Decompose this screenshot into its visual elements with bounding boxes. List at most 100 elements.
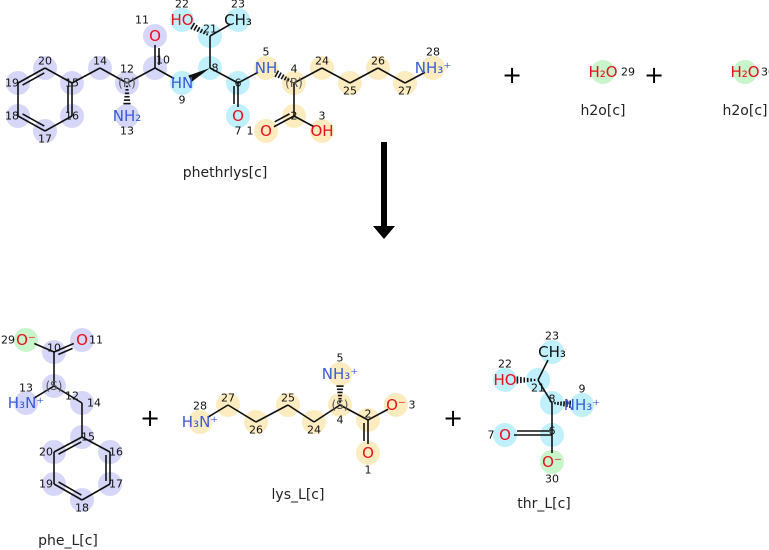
atom-number: 11	[89, 334, 103, 347]
bond	[209, 67, 239, 84]
hash-bond	[123, 85, 131, 105]
atom-number: 25	[281, 392, 295, 405]
atom-label: NH₃⁺	[415, 59, 451, 77]
atom-number: 30	[545, 473, 559, 486]
bond	[207, 404, 229, 419]
atom-number: 13	[120, 125, 134, 138]
atom-number: 19	[5, 77, 19, 90]
atom-highlight	[226, 8, 250, 32]
bond	[209, 23, 231, 37]
atom-number: 25	[343, 85, 357, 98]
atom-highlight	[14, 391, 38, 415]
atom-label: CH₃	[538, 343, 566, 361]
atom-label: H₂O	[588, 63, 617, 81]
molecule-name-h2o: h2o[c]	[723, 103, 768, 119]
atom-highlight	[570, 393, 594, 417]
atom-number: 4	[337, 414, 344, 427]
atom-number: 30	[761, 66, 769, 79]
atom-label: H₂O	[730, 63, 759, 81]
atom-highlight	[421, 56, 445, 80]
bond	[99, 67, 128, 84]
atom-number: 22	[498, 358, 512, 371]
molecule-name-phe-l: phe_L[c]	[38, 533, 98, 549]
atom-label: NH	[255, 59, 278, 77]
atom-highlight	[170, 8, 194, 32]
atom-number: 28	[426, 46, 440, 59]
atom-number: 5	[337, 352, 344, 365]
atom-number: 10	[156, 54, 170, 67]
bond	[33, 342, 55, 353]
atom-highlight	[226, 104, 250, 128]
atom-highlight	[493, 423, 517, 447]
bond	[22, 72, 45, 86]
atom-number: 28	[193, 400, 207, 413]
atom-number: 24	[307, 424, 321, 437]
bond	[537, 379, 553, 404]
bond	[58, 441, 82, 455]
atom-label: O	[76, 331, 88, 349]
atom-highlight	[115, 104, 139, 128]
bond	[274, 113, 290, 123]
bond	[126, 67, 156, 84]
bond	[367, 408, 389, 421]
atom-highlight	[591, 60, 615, 84]
atom-number: 29	[621, 66, 635, 79]
stereo-label: (S)	[332, 398, 349, 412]
atom-highlight	[70, 328, 94, 352]
atom-number: 8	[549, 393, 556, 406]
atom-number: 20	[39, 446, 53, 459]
hash-bond	[274, 70, 293, 83]
bond	[53, 385, 83, 404]
bond	[287, 404, 315, 423]
atom-highlight	[493, 368, 517, 392]
atom-highlight	[733, 60, 757, 84]
hash-bond	[554, 400, 572, 408]
atom-number: 3	[409, 399, 416, 412]
bond	[154, 67, 175, 80]
hash-bond	[336, 385, 344, 403]
molecule-name-h2o: h2o[c]	[581, 103, 626, 119]
atom-number: 16	[65, 110, 79, 123]
atom-number: 17	[109, 478, 123, 491]
atom-label: O	[232, 107, 244, 125]
atom-number: 12	[65, 390, 79, 403]
atom-number: 12	[120, 63, 134, 76]
bond	[227, 404, 257, 423]
bond	[81, 436, 111, 453]
atom-highlight	[14, 328, 38, 352]
atom-label: OH	[310, 122, 333, 140]
atom-number: 13	[19, 382, 33, 395]
bond	[17, 115, 46, 132]
bond	[33, 385, 55, 400]
plus-sign: +	[502, 61, 522, 89]
atom-number: 7	[235, 125, 242, 138]
atom-label: O	[260, 122, 272, 140]
atom-label: HO	[493, 371, 516, 389]
plus-sign: +	[443, 404, 463, 432]
bond	[17, 67, 46, 84]
bond	[58, 481, 82, 496]
atom-label: O⁻	[542, 453, 562, 471]
atom-number: 4	[291, 63, 298, 76]
atom-label: H₃N⁺	[8, 394, 44, 412]
atom-label: O⁻	[16, 331, 36, 349]
atom-number: 18	[5, 110, 19, 123]
atom-number: 6	[235, 77, 242, 90]
atom-number: 20	[38, 55, 52, 68]
bond	[313, 404, 341, 423]
bond	[53, 483, 83, 501]
atom-number: 3	[319, 110, 326, 123]
atom-number: 24	[315, 55, 329, 68]
bond	[537, 359, 549, 381]
atom-highlight	[384, 393, 408, 417]
atom-number: 1	[365, 464, 372, 477]
atom-highlight	[254, 119, 278, 143]
bond	[53, 436, 83, 453]
bond	[349, 67, 379, 84]
atom-number: 22	[175, 0, 189, 11]
atom-number: 15	[81, 431, 95, 444]
atom-label: O	[149, 27, 161, 45]
atom-number: 23	[545, 330, 559, 343]
atom-number: 27	[398, 85, 412, 98]
